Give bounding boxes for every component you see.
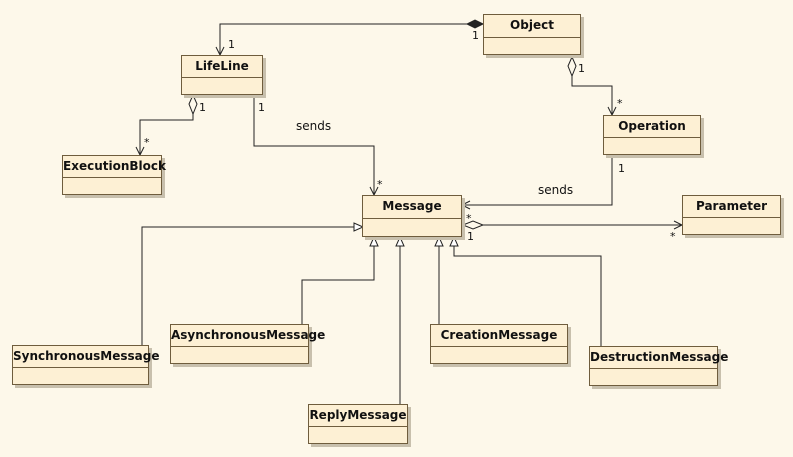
- class-name: ExecutionBlock: [63, 159, 166, 173]
- compartment-divider: [590, 368, 717, 369]
- compartment-divider: [309, 426, 407, 427]
- class-replymessage[interactable]: ReplyMessage: [308, 404, 408, 444]
- class-destructionmessage[interactable]: DestructionMessage: [589, 346, 729, 386]
- edge-object-operation[interactable]: 1 *: [567, 55, 623, 117]
- generalization-triangle-icon: [434, 235, 444, 247]
- compartment-divider: [683, 217, 780, 218]
- generalization-asynchronous[interactable]: [301, 235, 379, 324]
- class-name: DestructionMessage: [590, 350, 729, 364]
- multiplicity-executionblock-end: *: [144, 136, 150, 149]
- multiplicity-lifeline-end: 1: [199, 101, 206, 114]
- class-synchronousmessage[interactable]: SynchronousMessage: [12, 345, 160, 385]
- generalization-reply[interactable]: [395, 235, 405, 404]
- multiplicity-operation-end: 1: [618, 162, 625, 175]
- arrowhead-icon: [460, 200, 471, 210]
- generalization-triangle-icon: [353, 222, 365, 232]
- compartment-divider: [484, 37, 580, 38]
- edge-object-lifeline[interactable]: 1 1: [215, 19, 485, 57]
- edge-lifeline-executionblock[interactable]: 1 *: [135, 93, 206, 157]
- composition-diamond-icon: [465, 19, 485, 29]
- class-object[interactable]: Object: [483, 14, 581, 55]
- class-name: Parameter: [695, 199, 768, 213]
- class-creationmessage[interactable]: CreationMessage: [430, 324, 568, 364]
- generalization-destruction[interactable]: [449, 235, 602, 346]
- compartment-divider: [431, 346, 567, 347]
- multiplicity-object-end: 1: [472, 29, 479, 42]
- multiplicity-lifeline-end: 1: [258, 101, 265, 114]
- compartment-divider: [13, 367, 148, 368]
- multiplicity-message-end: 1: [467, 230, 474, 243]
- generalization-triangle-icon: [449, 235, 459, 247]
- class-operation[interactable]: Operation: [603, 115, 701, 155]
- class-executionblock[interactable]: ExecutionBlock: [62, 155, 166, 195]
- class-message[interactable]: Message: [362, 195, 462, 237]
- multiplicity-message-end: *: [377, 178, 383, 191]
- class-name: SynchronousMessage: [13, 349, 160, 363]
- compartment-divider: [604, 137, 700, 138]
- edge-message-parameter[interactable]: 1 *: [461, 220, 684, 243]
- class-name: AsynchronousMessage: [171, 328, 326, 342]
- compartment-divider: [63, 177, 161, 178]
- edge-operation-sends-message[interactable]: 1 sends *: [460, 155, 625, 225]
- class-name: LifeLine: [195, 59, 249, 73]
- generalization-creation[interactable]: [434, 235, 444, 324]
- association-label-sends: sends: [296, 119, 331, 133]
- aggregation-diamond-icon: [188, 93, 198, 116]
- generalization-triangle-icon: [395, 235, 405, 247]
- class-parameter[interactable]: Parameter: [682, 195, 781, 235]
- class-lifeline[interactable]: LifeLine: [181, 55, 263, 95]
- association-label-sends: sends: [538, 183, 573, 197]
- edge-lifeline-sends-message[interactable]: 1 sends *: [253, 95, 383, 197]
- multiplicity-parameter-end: *: [670, 230, 676, 243]
- class-name: Operation: [618, 119, 686, 133]
- class-name: ReplyMessage: [309, 408, 407, 422]
- generalization-triangle-icon: [369, 235, 379, 247]
- class-name: Object: [510, 18, 554, 32]
- multiplicity-object-end: 1: [578, 62, 585, 75]
- class-name: Message: [382, 199, 442, 213]
- class-asynchronousmessage[interactable]: AsynchronousMessage: [170, 324, 326, 364]
- multiplicity-operation-end: *: [617, 97, 623, 110]
- aggregation-diamond-icon: [461, 220, 485, 230]
- multiplicity-message-end: *: [466, 212, 472, 225]
- generalization-synchronous[interactable]: [141, 222, 365, 345]
- compartment-divider: [182, 77, 262, 78]
- aggregation-diamond-icon: [567, 55, 577, 78]
- compartment-divider: [171, 346, 308, 347]
- compartment-divider: [363, 218, 461, 219]
- class-name: CreationMessage: [440, 328, 558, 342]
- multiplicity-lifeline-end: 1: [228, 38, 235, 51]
